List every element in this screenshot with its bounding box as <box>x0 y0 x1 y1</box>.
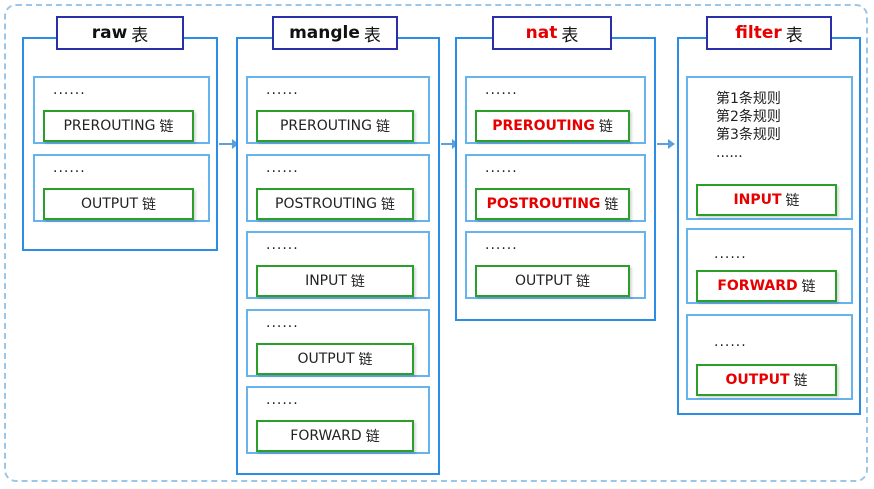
mangle-chain-group: ...... FORWARD 链 <box>246 386 430 454</box>
mangle-chain-group: ...... OUTPUT 链 <box>246 309 430 377</box>
nat-postrouting-chain: POSTROUTING 链 <box>475 188 630 220</box>
chain-name: INPUT <box>305 273 347 289</box>
filter-table-title: filter 表 <box>706 16 832 50</box>
rule-ellipsis: ...... <box>266 237 299 253</box>
chain-suffix: 链 <box>785 193 800 209</box>
chain-suffix: 链 <box>142 197 157 213</box>
flow-arrow <box>219 139 239 149</box>
mangle-table-title: mangle 表 <box>272 16 398 50</box>
chain-suffix: 链 <box>365 429 380 445</box>
rule-ellipsis: ...... <box>266 392 299 408</box>
filter-input-group: 第1条规则 第2条规则 第3条规则 ...... INPUT 链 <box>686 76 853 220</box>
chain-name: FORWARD <box>290 428 362 444</box>
raw-table-title: raw 表 <box>56 16 184 50</box>
filter-chain-group: ...... FORWARD 链 <box>686 228 853 304</box>
mangle-chain-group: ...... PREROUTING 链 <box>246 76 430 144</box>
nat-chain-group: ...... POSTROUTING 链 <box>465 154 646 222</box>
chain-name: INPUT <box>733 192 782 208</box>
table-suffix: 表 <box>561 25 579 46</box>
filter-forward-chain: FORWARD 链 <box>696 270 837 302</box>
chain-name: OUTPUT <box>80 196 139 212</box>
filter-input-chain: INPUT 链 <box>696 184 837 216</box>
raw-chain-group: ...... PREROUTING 链 <box>33 76 210 144</box>
raw-prerouting-chain: PREROUTING 链 <box>43 110 194 142</box>
chain-name: OUTPUT <box>297 351 355 367</box>
rule-list: 第1条规则 第2条规则 第3条规则 ...... <box>716 90 781 162</box>
table-name: raw <box>91 23 128 43</box>
mangle-input-chain: INPUT 链 <box>256 265 414 297</box>
rule-ellipsis: ...... <box>485 160 518 176</box>
raw-chain-group: ...... OUTPUT 链 <box>33 154 210 222</box>
flow-arrow <box>657 139 675 149</box>
mangle-postrouting-chain: POSTROUTING 链 <box>256 188 414 220</box>
rule-ellipsis: ...... <box>266 160 299 176</box>
table-suffix: 表 <box>785 25 803 46</box>
mangle-prerouting-chain: PREROUTING 链 <box>256 110 414 142</box>
rule-item: 第3条规则 <box>716 127 781 143</box>
raw-output-chain: OUTPUT 链 <box>43 188 194 220</box>
chain-suffix: 链 <box>793 373 808 389</box>
chain-suffix: 链 <box>576 274 591 290</box>
filter-output-chain: OUTPUT 链 <box>696 364 837 396</box>
chain-suffix: 链 <box>598 119 613 135</box>
rule-item: 第1条规则 <box>716 91 781 107</box>
rule-ellipsis: ...... <box>53 82 86 98</box>
chain-suffix: 链 <box>801 279 816 295</box>
table-name: mangle <box>289 23 360 43</box>
nat-chain-group: ...... PREROUTING 链 <box>465 76 646 144</box>
mangle-forward-chain: FORWARD 链 <box>256 420 414 452</box>
chain-name: POSTROUTING <box>486 196 601 212</box>
table-name: nat <box>525 23 558 43</box>
chain-name: FORWARD <box>717 278 798 294</box>
rule-ellipsis: ...... <box>485 82 518 98</box>
chain-name: OUTPUT <box>514 273 573 289</box>
diagram-frame <box>4 4 868 482</box>
rule-ellipsis: ...... <box>716 145 743 161</box>
rule-ellipsis: ...... <box>485 237 518 253</box>
rule-ellipsis: ...... <box>266 82 299 98</box>
filter-chain-group: ...... OUTPUT 链 <box>686 314 853 400</box>
rule-ellipsis: ...... <box>714 246 747 262</box>
table-suffix: 表 <box>131 25 149 46</box>
chain-suffix: 链 <box>350 274 365 290</box>
chain-suffix: 链 <box>358 352 373 368</box>
chain-suffix: 链 <box>159 119 174 135</box>
nat-output-chain: OUTPUT 链 <box>475 265 630 297</box>
chain-name: PREROUTING <box>279 118 372 134</box>
nat-prerouting-chain: PREROUTING 链 <box>475 110 630 142</box>
chain-suffix: 链 <box>380 197 395 213</box>
nat-table-title: nat 表 <box>492 16 612 50</box>
mangle-output-chain: OUTPUT 链 <box>256 343 414 375</box>
flow-arrow <box>441 139 459 149</box>
table-suffix: 表 <box>363 25 381 46</box>
table-name: filter <box>735 23 782 43</box>
rule-ellipsis: ...... <box>53 160 86 176</box>
chain-name: PREROUTING <box>492 118 595 134</box>
chain-name: POSTROUTING <box>275 196 377 212</box>
rule-item: 第2条规则 <box>716 109 781 125</box>
chain-name: PREROUTING <box>63 118 156 134</box>
rule-ellipsis: ...... <box>714 334 747 350</box>
chain-suffix: 链 <box>376 119 390 135</box>
mangle-chain-group: ...... INPUT 链 <box>246 231 430 299</box>
chain-name: OUTPUT <box>725 372 790 388</box>
mangle-chain-group: ...... POSTROUTING 链 <box>246 154 430 222</box>
nat-chain-group: ...... OUTPUT 链 <box>465 231 646 299</box>
chain-suffix: 链 <box>604 197 619 213</box>
rule-ellipsis: ...... <box>266 315 299 331</box>
